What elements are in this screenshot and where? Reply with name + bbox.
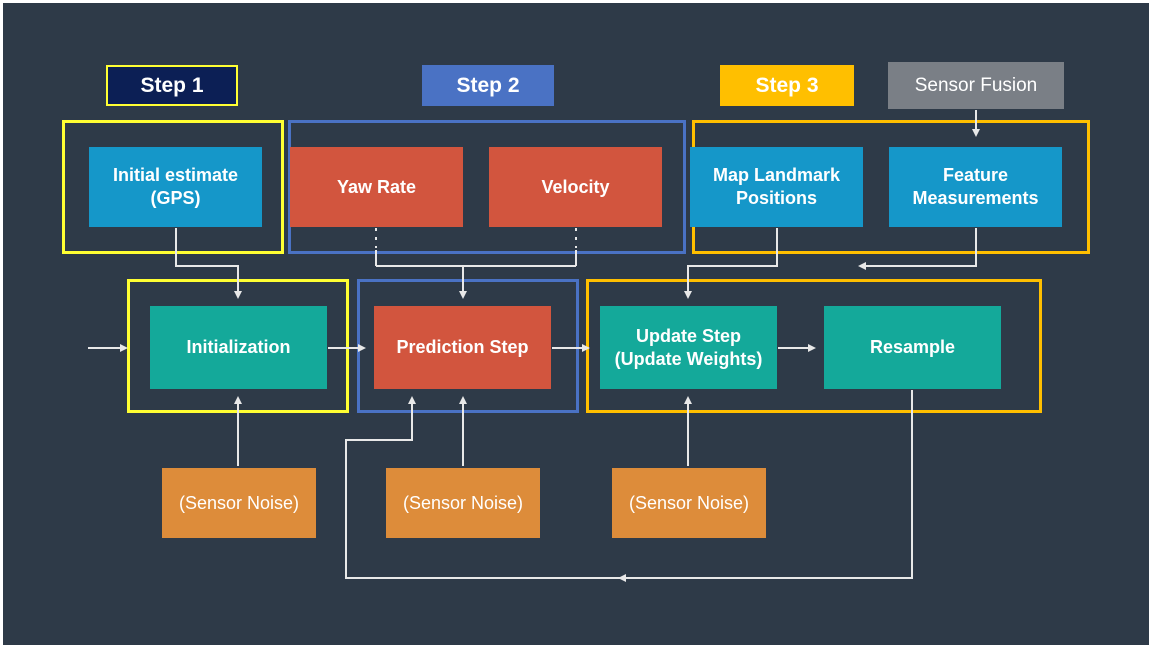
step2-label: Step 2 bbox=[422, 65, 554, 106]
map-landmarks-box: Map Landmark Positions bbox=[690, 147, 863, 227]
initialization-box: Initialization bbox=[150, 306, 327, 389]
sensor-fusion-label: Sensor Fusion bbox=[888, 62, 1064, 109]
feature-to-update-arrow bbox=[858, 228, 977, 270]
feedback-to-prediction-arrow bbox=[345, 396, 622, 579]
landmark-to-update-arrow bbox=[684, 228, 778, 299]
prediction-step-box: Prediction Step bbox=[374, 306, 551, 389]
initial-estimate-box: Initial estimate (GPS) bbox=[89, 147, 262, 227]
gps-to-init-arrow bbox=[175, 228, 242, 299]
step3-label: Step 3 bbox=[720, 65, 854, 106]
sensor-noise-box-3: (Sensor Noise) bbox=[612, 468, 766, 538]
resample-feedback-arrow bbox=[618, 390, 913, 582]
resample-box: Resample bbox=[824, 306, 1001, 389]
step1-label: Step 1 bbox=[106, 65, 238, 106]
motion-to-prediction-arrow bbox=[376, 265, 576, 297]
yaw-rate-box: Yaw Rate bbox=[290, 147, 463, 227]
sensor-noise-box-1: (Sensor Noise) bbox=[162, 468, 316, 538]
step2-frame bbox=[288, 120, 686, 254]
step1-frame bbox=[62, 120, 284, 254]
sensor-noise-box-2: (Sensor Noise) bbox=[386, 468, 540, 538]
velocity-box: Velocity bbox=[489, 147, 662, 227]
feature-measurements-box: Feature Measurements bbox=[889, 147, 1062, 227]
update-step-box: Update Step (Update Weights) bbox=[600, 306, 777, 389]
